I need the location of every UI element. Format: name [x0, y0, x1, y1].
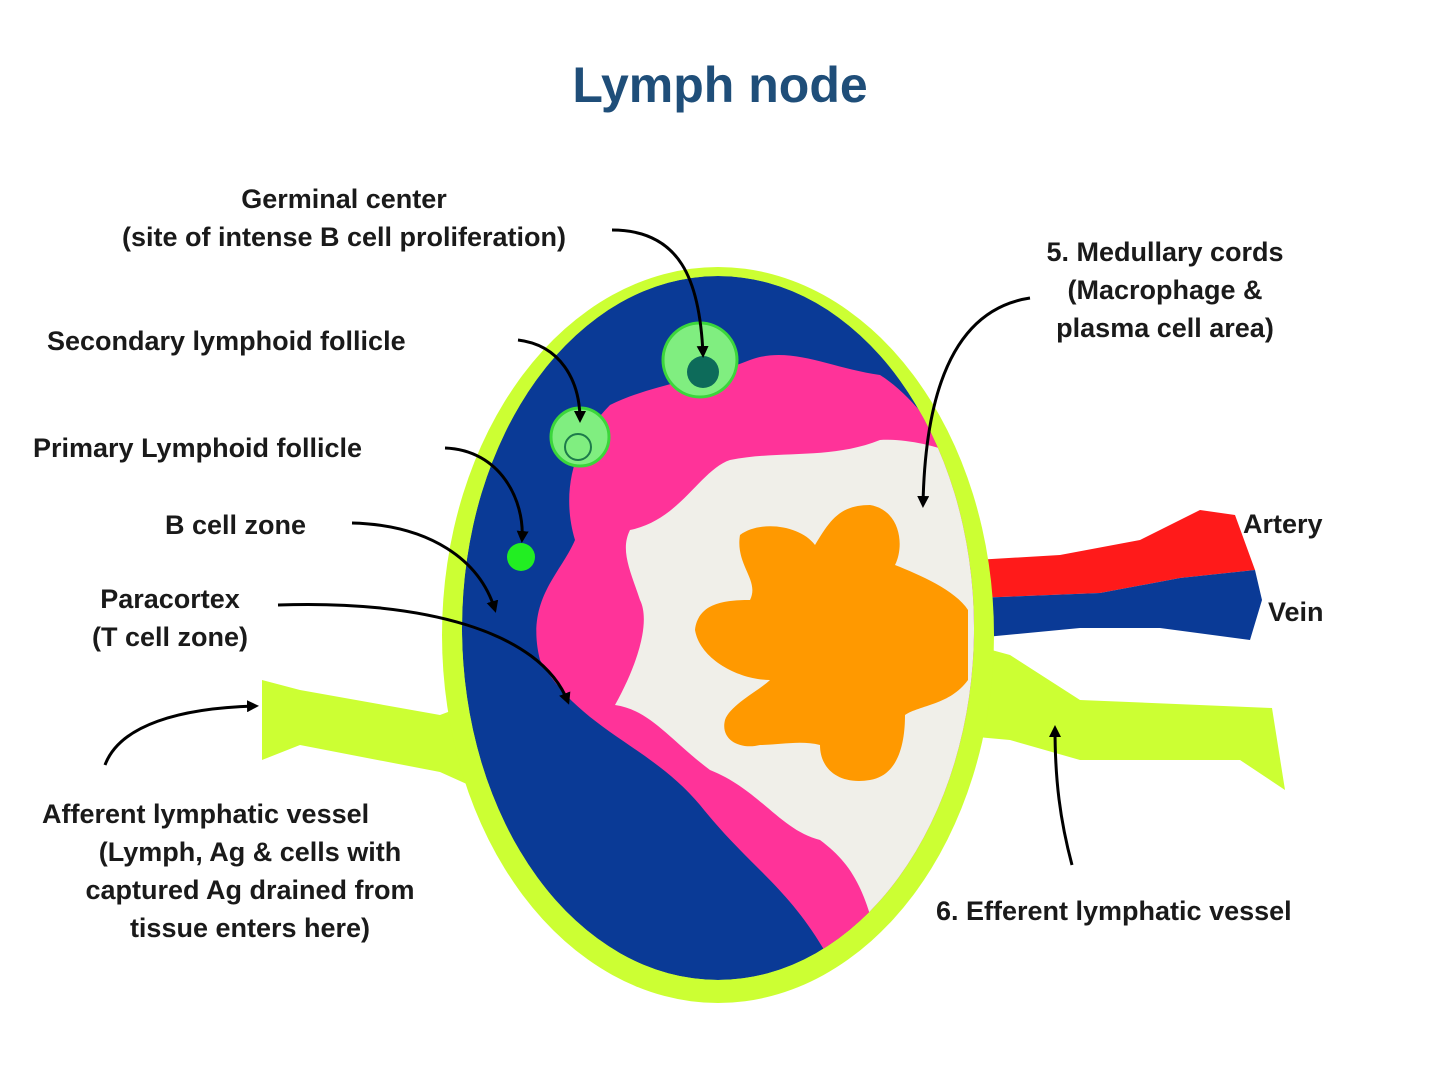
primary-follicle: [507, 543, 535, 571]
artery-vessel: [975, 510, 1255, 598]
label-germinal-center: Germinal center (site of intense B cell …: [121, 184, 567, 252]
label-paracortex: Paracortex (T cell zone): [91, 584, 248, 652]
medullary-core: [695, 505, 968, 781]
efferent-vessel: [955, 640, 1285, 790]
label-vein: Vein: [1268, 597, 1324, 627]
arrow-efferent: [1049, 725, 1074, 866]
label-medullary-cords: 5. Medullary cords (Macrophage & plasma …: [1046, 237, 1284, 343]
arrow-paracortex: [277, 603, 571, 705]
germinal-center: [687, 356, 719, 388]
arrow-primary-follicle: [444, 446, 529, 543]
label-afferent-vessel: Afferent lymphatic vessel (Lymph, Ag & c…: [42, 799, 415, 943]
arrow-secondary-follicle: [517, 338, 586, 423]
label-primary-follicle: Primary Lymphoid follicle: [33, 433, 363, 463]
afferent-vessel: [262, 680, 480, 790]
label-b-cell-zone: B cell zone: [165, 510, 307, 540]
arrow-medullary-cords: [917, 296, 1031, 508]
label-artery: Artery: [1243, 509, 1323, 539]
secondary-follicle-inner: [564, 433, 592, 461]
label-efferent-vessel: 6. Efferent lymphatic vessel: [936, 896, 1292, 926]
arrow-b-cell-zone: [351, 521, 499, 613]
arrow-afferent: [103, 700, 259, 766]
arrow-germinal-center: [611, 228, 709, 358]
label-secondary-follicle: Secondary lymphoid follicle: [47, 326, 406, 356]
diagram-title: Lymph node: [572, 57, 868, 113]
vein-vessel: [975, 570, 1262, 640]
